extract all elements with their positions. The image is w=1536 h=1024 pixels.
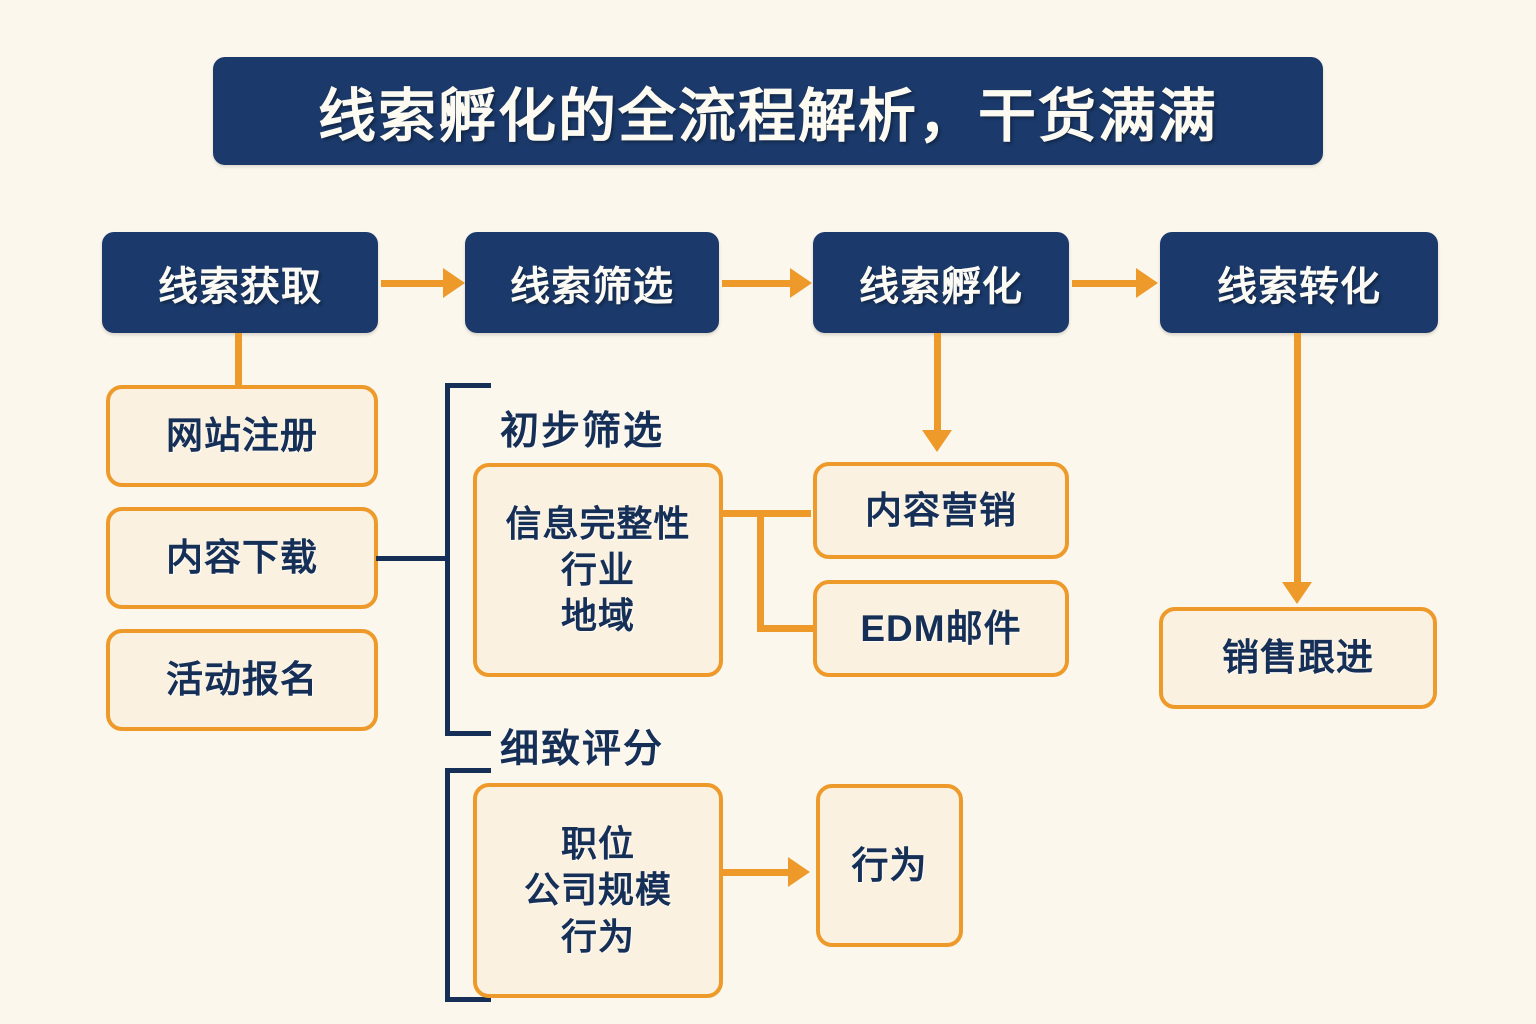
arrow-line-stage1-stage2	[381, 280, 445, 287]
preliminary-criteria-box[interactable]: 信息完整性 行业 地域	[473, 463, 723, 677]
arrow-line-conversion-down	[1294, 333, 1301, 597]
behavior-box[interactable]: 行为	[816, 784, 963, 947]
page-title: 线索孵化的全流程解析，干货满满	[213, 57, 1323, 165]
bracket-screening-bottom-tick	[445, 731, 491, 736]
stage-box-lead-conversion[interactable]: 线索转化	[1160, 232, 1438, 333]
criteria-item: 行为	[560, 915, 635, 957]
page-title-text: 线索孵化的全流程解析，干货满满	[317, 84, 1218, 149]
item-label: 销售跟进	[1222, 637, 1374, 679]
item-label: 内容下载	[166, 537, 318, 579]
stage-box-lead-nurturing[interactable]: 线索孵化	[813, 232, 1069, 333]
criteria-item: 地域	[560, 595, 635, 637]
arrow-head-stage3-stage4	[1136, 268, 1158, 298]
criteria-item: 公司规模	[523, 869, 672, 911]
stage-box-lead-screening[interactable]: 线索筛选	[465, 232, 719, 333]
preliminary-screening-label: 初步筛选	[500, 410, 665, 453]
acquisition-item-event-registration[interactable]: 活动报名	[106, 629, 378, 731]
arrow-line-stage2-stage3	[722, 280, 792, 287]
detailed-criteria-box[interactable]: 职位 公司规模 行为	[473, 783, 723, 998]
item-label: 活动报名	[166, 659, 318, 701]
item-label: EDM邮件	[860, 607, 1022, 649]
bracket-screening-vertical	[445, 383, 450, 736]
acquisition-item-website-signup[interactable]: 网站注册	[106, 385, 378, 487]
arrow-line-nurturing-down	[934, 333, 941, 446]
connector-acquisition-to-screening	[376, 556, 448, 561]
behavior-label: 行为	[851, 844, 928, 886]
stage-label: 线索转化	[1217, 264, 1381, 309]
criteria-item: 行业	[560, 548, 635, 590]
arrow-line-stage3-stage4	[1072, 280, 1138, 287]
stage-label: 线索孵化	[859, 264, 1023, 309]
acquisition-item-content-download[interactable]: 内容下载	[106, 507, 378, 609]
arrow-head-stage2-stage3	[790, 268, 812, 298]
item-label: 网站注册	[166, 415, 318, 457]
connector-criteria-to-edm	[757, 625, 813, 632]
connector-criteria-vertical	[757, 510, 764, 632]
nurturing-item-content-marketing[interactable]: 内容营销	[813, 462, 1069, 559]
criteria-item: 职位	[560, 823, 635, 865]
connector-criteria-to-content-marketing	[721, 510, 811, 517]
stage-label: 线索获取	[158, 264, 322, 309]
bracket-scoring-top-tick	[445, 768, 491, 773]
detailed-scoring-label: 细致评分	[500, 728, 665, 771]
arrow-head-conversion-down	[1282, 582, 1312, 604]
stage-label: 线索筛选	[510, 264, 674, 309]
bracket-screening-top-tick	[445, 383, 491, 388]
arrow-line-scoring-to-behavior	[722, 869, 790, 876]
conversion-item-sales-followup[interactable]: 销售跟进	[1159, 607, 1437, 709]
arrow-head-scoring-to-behavior	[788, 857, 810, 887]
bracket-scoring-bottom-tick	[445, 997, 491, 1002]
criteria-item: 信息完整性	[505, 502, 691, 544]
connector-acquisition-down	[235, 333, 242, 385]
nurturing-item-edm-email[interactable]: EDM邮件	[813, 580, 1069, 677]
item-label: 内容营销	[865, 489, 1017, 531]
bracket-scoring-vertical	[445, 768, 450, 1002]
arrow-head-nurturing-down	[922, 430, 952, 452]
stage-box-lead-acquisition[interactable]: 线索获取	[102, 232, 378, 333]
arrow-head-stage1-stage2	[443, 268, 465, 298]
